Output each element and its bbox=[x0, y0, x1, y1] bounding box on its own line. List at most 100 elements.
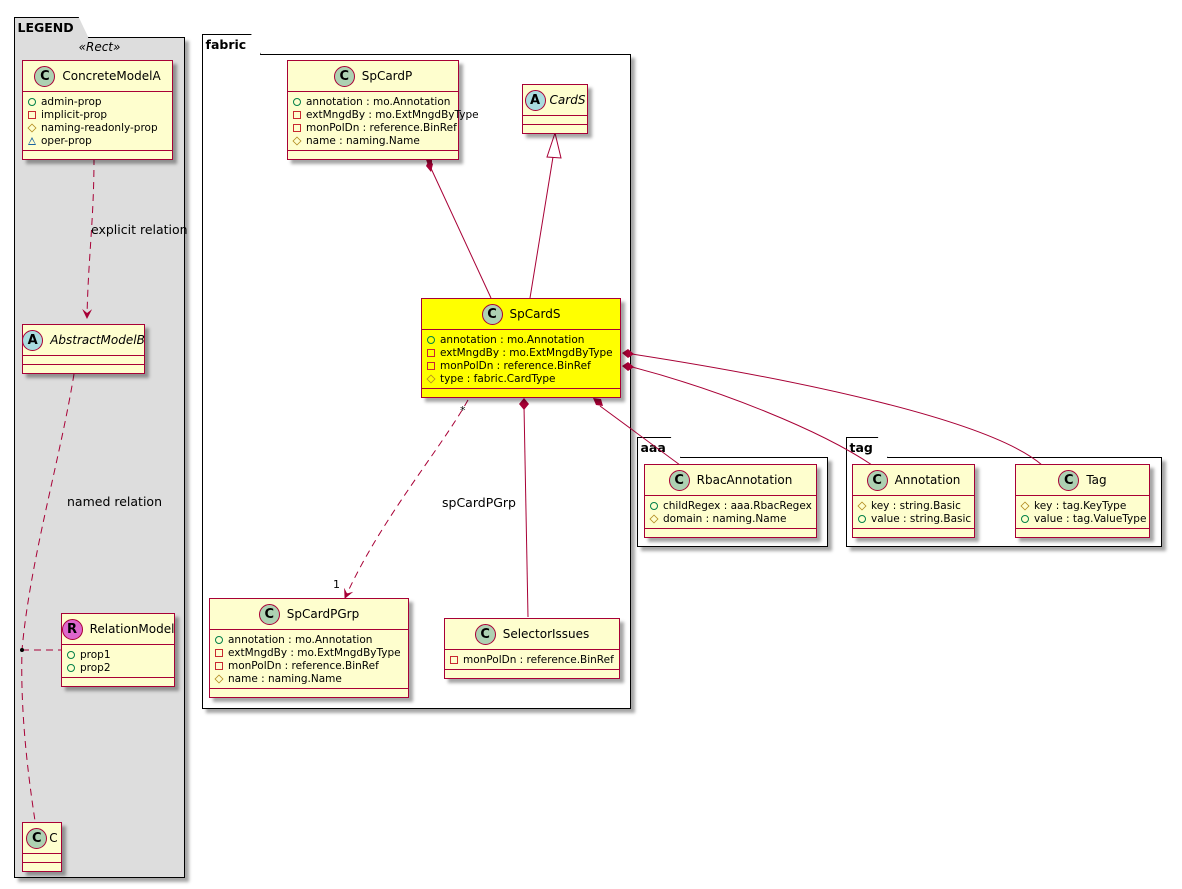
label-named-relation: named relation bbox=[67, 494, 162, 509]
class-operations bbox=[422, 388, 620, 397]
public-icon bbox=[67, 650, 75, 659]
class-operations bbox=[853, 528, 974, 537]
class-header: C Annotation bbox=[853, 465, 974, 495]
private-icon bbox=[28, 110, 36, 119]
attribute: annotation : mo.Annotation bbox=[427, 333, 615, 346]
class-name: AbstractModelB bbox=[50, 333, 145, 347]
package-legend: LEGEND «Rect» bbox=[14, 37, 185, 878]
attribute-text: implicit-prop bbox=[41, 108, 108, 121]
class-name: ConcreteModelA bbox=[62, 69, 161, 83]
relation-r-icon: R bbox=[61, 618, 83, 640]
class-attributes: key : tag.KeyType value : tag.ValueType bbox=[1016, 495, 1149, 528]
class-name: SpCardS bbox=[509, 307, 561, 321]
class-attributes: key : string.Basic value : string.Basic bbox=[853, 495, 974, 528]
multiplicity-one: 1 bbox=[333, 578, 340, 591]
class-tag-annotation[interactable]: C Annotation key : string.Basic value : … bbox=[852, 464, 975, 538]
package-legend-stereotype: «Rect» bbox=[78, 40, 121, 54]
public-icon bbox=[650, 501, 658, 510]
attribute-text: key : string.Basic bbox=[871, 499, 961, 512]
class-name: C bbox=[49, 831, 58, 845]
public-icon bbox=[215, 635, 223, 644]
attribute: key : tag.KeyType bbox=[1020, 499, 1144, 512]
protected-icon bbox=[426, 373, 436, 384]
attribute: prop1 bbox=[67, 648, 169, 661]
class-name: SpCardP bbox=[361, 69, 413, 83]
class-header: A AbstractModelB bbox=[22, 325, 145, 355]
attribute-text: extMngdBy : mo.ExtMngdByType bbox=[228, 646, 401, 659]
class-attributes: annotation : mo.Annotation extMngdBy : m… bbox=[422, 329, 620, 388]
class-attributes: annotation : mo.Annotation extMngdBy : m… bbox=[210, 629, 408, 688]
class-attributes bbox=[23, 853, 61, 862]
abstract-a-icon: A bbox=[524, 89, 546, 111]
class-header: C ConcreteModelA bbox=[23, 61, 172, 91]
attribute: monPolDn : reference.BinRef bbox=[215, 659, 403, 672]
class-concrete-model-a[interactable]: C ConcreteModelA admin-prop implicit-pro… bbox=[22, 60, 173, 160]
public-icon bbox=[67, 663, 75, 672]
label-explicit-relation: explicit relation bbox=[91, 222, 188, 237]
attribute: extMngdBy : mo.ExtMngdByType bbox=[293, 108, 479, 121]
protected-icon bbox=[1020, 500, 1030, 511]
class-card-s[interactable]: A CardS bbox=[522, 84, 588, 134]
class-c-icon: C bbox=[258, 603, 280, 625]
class-c[interactable]: C C bbox=[22, 822, 62, 872]
attribute: extMngdBy : mo.ExtMngdByType bbox=[427, 346, 615, 359]
protected-icon bbox=[857, 500, 867, 511]
class-operations bbox=[288, 150, 458, 159]
attribute-text: childRegex : aaa.RbacRegex bbox=[663, 499, 812, 512]
class-sp-card-p-grp[interactable]: C SpCardPGrp annotation : mo.Annotation … bbox=[209, 598, 409, 698]
attribute: prop2 bbox=[67, 661, 169, 674]
class-c-icon: C bbox=[481, 303, 503, 325]
edge-spcards-tag bbox=[631, 353, 1043, 466]
public-icon bbox=[28, 97, 36, 106]
class-c-icon: C bbox=[333, 65, 355, 87]
class-name: SelectorIssues bbox=[502, 627, 590, 641]
attribute-text: prop2 bbox=[80, 661, 111, 674]
attribute: monPolDn : reference.BinRef bbox=[293, 121, 457, 134]
attribute-text: value : string.Basic bbox=[871, 512, 972, 525]
class-attributes: monPolDn : reference.BinRef bbox=[445, 649, 619, 669]
class-attributes bbox=[523, 115, 587, 124]
attribute: type : fabric.CardType bbox=[426, 372, 615, 385]
class-header: C SpCardS bbox=[422, 299, 620, 329]
class-operations bbox=[210, 688, 408, 697]
private-icon bbox=[450, 655, 458, 664]
class-c-icon: C bbox=[34, 65, 56, 87]
class-operations bbox=[445, 669, 619, 678]
attribute-text: extMngdBy : mo.ExtMngdByType bbox=[440, 346, 613, 359]
class-operations bbox=[23, 364, 144, 373]
class-selector-issues[interactable]: C SelectorIssues monPolDn : reference.Bi… bbox=[444, 618, 620, 679]
class-name: RbacAnnotation bbox=[696, 473, 793, 487]
class-header: C Tag bbox=[1016, 465, 1149, 495]
class-header: C C bbox=[23, 823, 61, 853]
class-sp-card-s[interactable]: C SpCardS annotation : mo.Annotation ext… bbox=[421, 298, 621, 398]
package-fabric-title: fabric bbox=[202, 34, 262, 55]
public-icon bbox=[1021, 514, 1029, 523]
attribute: admin-prop bbox=[28, 95, 167, 108]
protected-icon bbox=[214, 673, 224, 684]
attribute: domain : naming.Name bbox=[649, 512, 811, 525]
package-aaa-title: aaa bbox=[637, 437, 681, 458]
class-header: A CardS bbox=[523, 85, 587, 115]
protected-icon bbox=[292, 135, 302, 146]
class-name: RelationModel bbox=[89, 622, 175, 636]
class-header: C RbacAnnotation bbox=[645, 465, 816, 495]
public-icon bbox=[858, 514, 866, 523]
class-relation-model[interactable]: R RelationModel prop1 prop2 bbox=[61, 613, 175, 687]
attribute-text: monPolDn : reference.BinRef bbox=[463, 653, 614, 666]
class-operations bbox=[62, 677, 174, 686]
attribute-text: annotation : mo.Annotation bbox=[228, 633, 373, 646]
class-tag[interactable]: C Tag key : tag.KeyType value : tag.Valu… bbox=[1015, 464, 1150, 538]
attribute: implicit-prop bbox=[28, 108, 167, 121]
abstract-a-icon: A bbox=[22, 329, 44, 351]
class-header: R RelationModel bbox=[61, 614, 175, 644]
attribute-text: oper-prop bbox=[41, 134, 92, 147]
class-rbac-annotation[interactable]: C RbacAnnotation childRegex : aaa.RbacRe… bbox=[644, 464, 817, 538]
class-abstract-model-b[interactable]: A AbstractModelB bbox=[22, 324, 145, 374]
private-icon bbox=[293, 110, 301, 119]
protected-icon bbox=[649, 513, 659, 524]
private-icon bbox=[293, 123, 301, 132]
class-sp-card-p[interactable]: C SpCardP annotation : mo.Annotation ext… bbox=[287, 60, 479, 160]
attribute-text: annotation : mo.Annotation bbox=[440, 333, 585, 346]
attribute-text: prop1 bbox=[80, 648, 111, 661]
attribute: naming-readonly-prop bbox=[27, 121, 167, 134]
